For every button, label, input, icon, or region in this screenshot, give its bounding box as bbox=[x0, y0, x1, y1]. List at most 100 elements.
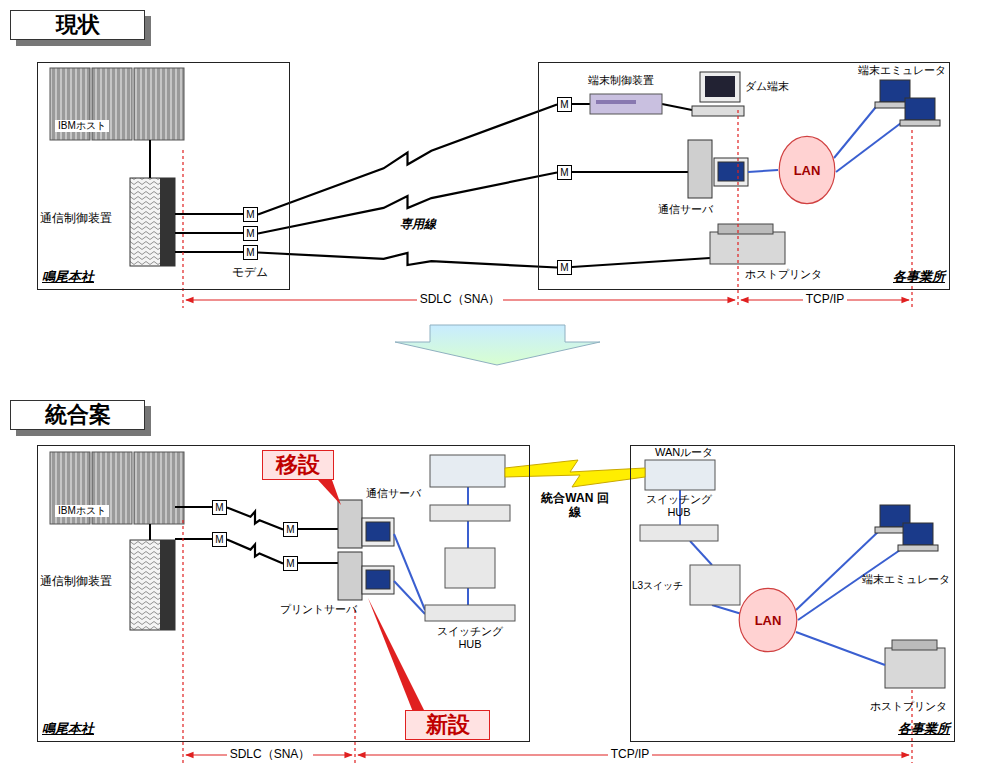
server-pc bbox=[362, 518, 394, 546]
network-device bbox=[425, 455, 740, 621]
protocol-span bbox=[182, 150, 183, 308]
modem-box: M bbox=[557, 165, 572, 180]
node-label: 現状 bbox=[56, 10, 100, 40]
protocol-span bbox=[354, 610, 355, 763]
protocol-span bbox=[183, 110, 912, 763]
network-device bbox=[425, 605, 515, 621]
host-printer bbox=[710, 232, 785, 264]
lan-wiring bbox=[467, 521, 469, 548]
site-name: 鳴尾本社 bbox=[42, 720, 94, 738]
ibm-host bbox=[134, 68, 184, 140]
device-label: WANルータ bbox=[655, 446, 713, 459]
dumb-terminal bbox=[692, 72, 744, 116]
host-wiring bbox=[175, 538, 212, 540]
laptop-terminal bbox=[898, 545, 938, 551]
device-label: モデム bbox=[232, 266, 268, 280]
protocol-span bbox=[737, 110, 738, 308]
site-name: 各事業所 bbox=[893, 268, 945, 286]
modem-box: M bbox=[557, 97, 572, 112]
host-wiring bbox=[149, 524, 151, 540]
network-device bbox=[430, 505, 510, 521]
node-label: M bbox=[215, 535, 223, 545]
device-label: 通信サーバ bbox=[658, 203, 713, 216]
server-pc bbox=[718, 162, 744, 181]
host-wiring bbox=[175, 232, 243, 234]
network-device bbox=[445, 548, 495, 588]
device-label: ホストプリンタ bbox=[745, 268, 822, 281]
host-wiring bbox=[662, 104, 692, 110]
terminal-controller bbox=[590, 94, 662, 114]
server-pc bbox=[338, 140, 748, 600]
server-pc bbox=[366, 522, 390, 541]
lan-wiring bbox=[394, 581, 425, 614]
device-label: プリントサーバ bbox=[280, 603, 357, 616]
leased-line bbox=[227, 508, 283, 530]
host-wiring bbox=[298, 562, 338, 564]
protocol-label: TCP/IP bbox=[803, 293, 848, 307]
node-label: M bbox=[286, 559, 294, 569]
site-panel: 鳴尾本社MMMM移設新設 bbox=[37, 445, 530, 742]
modem-box: M bbox=[243, 245, 258, 260]
lan-wiring bbox=[467, 487, 469, 505]
host-wiring bbox=[175, 251, 243, 253]
device-label: 通信制御装置 bbox=[40, 212, 112, 226]
ibm-host bbox=[50, 68, 184, 524]
device-label: ホストプリンタ bbox=[870, 700, 947, 713]
host-wiring bbox=[175, 213, 243, 215]
host-wiring bbox=[175, 506, 212, 508]
modem-box: M bbox=[212, 532, 227, 547]
device-label: スイッチング HUB bbox=[430, 625, 510, 650]
node-label: M bbox=[246, 210, 254, 220]
protocol-label: SDLC（SNA） bbox=[417, 293, 504, 307]
node-label: LAN bbox=[794, 163, 821, 178]
device-label: 通信制御装置 bbox=[40, 575, 112, 589]
dumb-terminal bbox=[700, 72, 740, 102]
host-wiring bbox=[572, 258, 710, 267]
device-label: 専用線 bbox=[400, 218, 436, 232]
laptop-terminal bbox=[875, 80, 940, 551]
lan-outline bbox=[779, 136, 835, 203]
laptop-terminal bbox=[900, 120, 940, 126]
host-printer bbox=[718, 224, 773, 234]
modem-box: M bbox=[243, 207, 258, 222]
server-pc bbox=[714, 158, 748, 186]
network-device bbox=[430, 455, 505, 487]
lan-wiring bbox=[394, 102, 905, 665]
lan-outline bbox=[739, 588, 797, 651]
dumb-terminal bbox=[705, 76, 735, 97]
transition-arrow bbox=[395, 325, 600, 365]
modem-box: M bbox=[212, 500, 227, 515]
network-device bbox=[690, 565, 740, 605]
host-wiring bbox=[572, 171, 688, 173]
device-label: 統合WAN 回線 bbox=[539, 492, 611, 520]
device-label: 通信サーバ bbox=[366, 487, 421, 500]
node-label: M bbox=[560, 263, 568, 273]
modem-box: M bbox=[243, 226, 258, 241]
protocol-label: SDLC（SNA） bbox=[227, 748, 314, 762]
device-label: IBMホスト bbox=[55, 120, 109, 132]
communication-controller bbox=[160, 178, 175, 266]
modem-box: M bbox=[557, 260, 572, 275]
lan-cloud: LAN bbox=[778, 135, 836, 205]
node-label: M bbox=[246, 229, 254, 239]
node-label: M bbox=[286, 525, 294, 535]
device-label: L3スイッチ bbox=[632, 580, 683, 592]
communication-controller bbox=[160, 540, 175, 630]
server-pc bbox=[366, 570, 390, 589]
lan-wiring bbox=[796, 530, 880, 610]
laptop-terminal bbox=[903, 523, 933, 545]
protocol-label: TCP/IP bbox=[608, 748, 653, 762]
node-label: M bbox=[560, 100, 568, 110]
site-panel: 各事業所 M M M LAN bbox=[538, 62, 950, 290]
lan-wiring bbox=[467, 588, 469, 605]
site-name: 各事業所 bbox=[898, 720, 950, 738]
node-label: M bbox=[246, 248, 254, 258]
node-label: M bbox=[560, 168, 568, 178]
laptop-terminal bbox=[905, 98, 935, 120]
protocol-span bbox=[182, 520, 183, 763]
server-pc bbox=[362, 566, 394, 594]
host-wiring bbox=[572, 103, 590, 105]
device-label: ダム端末 bbox=[745, 80, 789, 93]
